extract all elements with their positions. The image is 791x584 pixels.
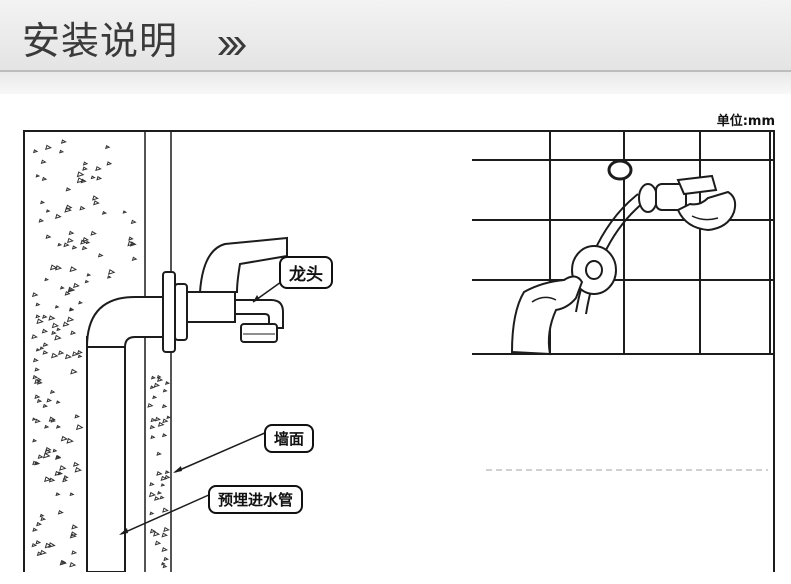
- sprayer-installation-diagram: [472, 130, 775, 572]
- page-title: 安装说明: [22, 19, 179, 63]
- header-shadow-band: [0, 72, 791, 94]
- concrete-texture: [31, 139, 172, 569]
- triple-chevron-right-icon: [218, 37, 246, 55]
- unit-label: 单位:mm: [716, 114, 775, 129]
- tape-wrapping-illustration: [472, 132, 773, 471]
- header-bar: 安装说明: [0, 0, 791, 72]
- embedded-pipe-label: 预埋进水管: [208, 485, 304, 514]
- wall-surface-label: 墙面: [264, 424, 315, 453]
- faucet-label: 龙头: [279, 256, 333, 289]
